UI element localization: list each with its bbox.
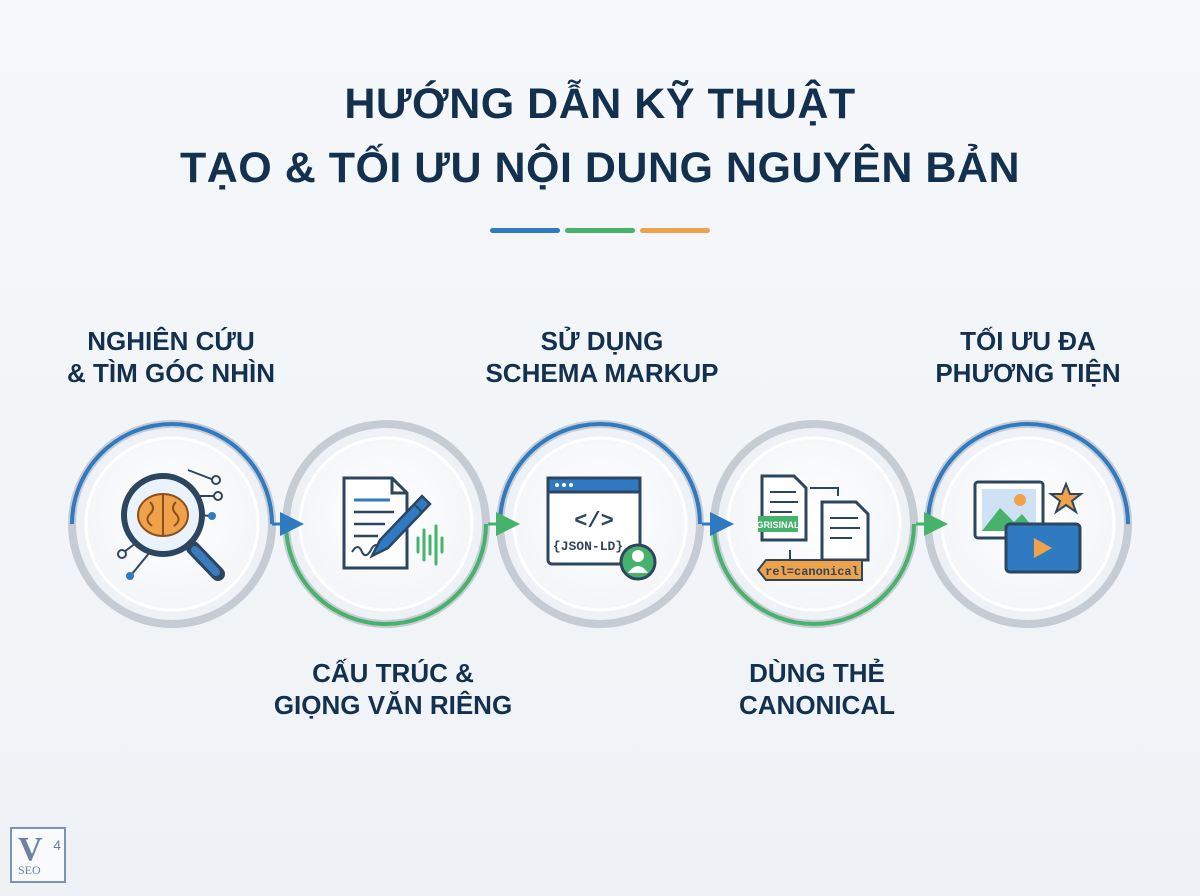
title-line-1: HƯỚNG DẪN KỸ THUẬT: [344, 80, 856, 128]
title-line-2: TẠO & TỐI ƯU NỘI DUNG NGUYÊN BẢN: [179, 144, 1020, 192]
svg-text:</>: </>: [574, 509, 614, 534]
brand-logo: V 4 SEO: [10, 827, 66, 883]
media-image-video-icon: [973, 480, 1084, 574]
code-window-icon: </> {JSON-LD}: [546, 476, 657, 581]
title-underline-orange: [640, 228, 710, 233]
step-3-label: SỬ DỤNG SCHEMA MARKUP: [485, 326, 719, 388]
step-2-label: CẤU TRÚC & GIỌNG VĂN RIÊNG: [273, 658, 513, 720]
step-1-label: NGHIÊN CỨU & TÌM GÓC NHÌN: [67, 326, 275, 388]
rel-canonical-tag: rel=canonical: [765, 565, 859, 579]
step-5-label: TỐI ƯU ĐA PHƯƠNG TIỆN: [935, 326, 1121, 388]
canonical-documents-icon: GRISINAL rel=canonical: [756, 474, 870, 581]
document-pen-icon: [342, 476, 444, 570]
page-title: HƯỚNG DẪN KỸ THUẬT TẠO & TỐI ƯU NỘI DUNG…: [0, 72, 1200, 200]
title-underline-blue: [490, 228, 560, 233]
step-4-label: DÙNG THẺ CANONICAL: [739, 658, 895, 720]
title-underline-green: [565, 228, 635, 233]
json-ld-text: {JSON-LD}: [553, 539, 623, 554]
original-doc-label: GRISINAL: [756, 520, 800, 530]
brain-magnifier-icon: [117, 469, 225, 581]
step-4-circle: [710, 420, 918, 628]
